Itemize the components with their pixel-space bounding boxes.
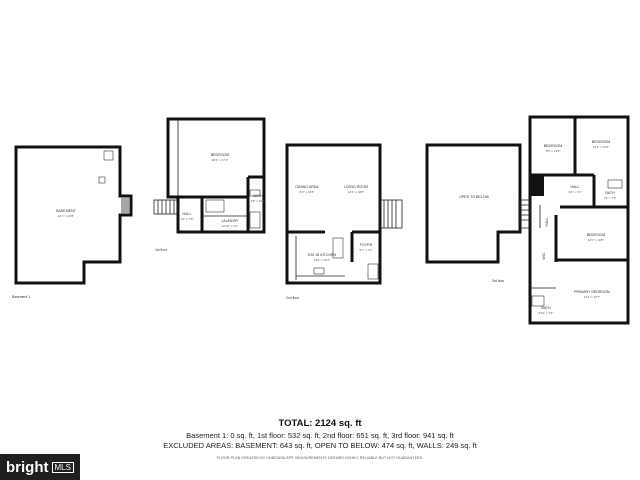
shower-icon xyxy=(249,211,261,229)
first-floor-label: 1st floor xyxy=(155,248,168,252)
living-room-dim: 14'3" x 18'8" xyxy=(348,190,364,194)
second-floor-stairs xyxy=(379,199,403,229)
brand-badge: MLS xyxy=(51,461,74,473)
basement-stairs xyxy=(121,198,129,213)
basement-column xyxy=(103,150,114,161)
first-hall-name: HALL xyxy=(183,212,192,216)
toilet-icon xyxy=(249,189,261,197)
first-bath-name: BATH xyxy=(253,194,263,198)
first-floor-walls xyxy=(166,117,266,234)
third-bedroom-3-name: BEDROOM xyxy=(587,233,606,237)
third-bedroom-3-dim: 12'0" x 10'5" xyxy=(588,238,604,242)
second-floor-plan: DINING AREA 8'2" x 18'8" LIVING ROOM 14'… xyxy=(285,143,403,300)
wic-name: WIC xyxy=(542,252,546,259)
first-bedroom-name: BEDROOM xyxy=(211,153,230,157)
third-bath-1-dim: 7'4" x 7'3" xyxy=(603,196,616,200)
basement-plan: BASEMENT 22'1" x 23'8" Basement 1 xyxy=(12,145,133,299)
brand-name: bright xyxy=(6,458,49,476)
first-hall-dim: 3'2" x 7'5" xyxy=(180,217,193,221)
excluded-areas: EXCLUDED AREAS: BASEMENT: 643 sq. ft, OP… xyxy=(163,441,477,450)
first-floor-stairs xyxy=(153,199,179,215)
floor-areas: Basement 1: 0 sq. ft, 1st floor: 532 sq.… xyxy=(186,431,454,440)
tub-icon xyxy=(607,179,623,189)
kitchen-dim: 14'6" x 10'7" xyxy=(314,258,330,262)
third-hall-name: HALL xyxy=(571,185,580,189)
kitchen-name: EAT-IN KITCHEN xyxy=(308,253,336,257)
third-floor-plan: OPEN TO BELOW BEDROOM 9'6" x 13'8" BEDRO… xyxy=(425,115,630,325)
dining-area-dim: 8'2" x 18'8" xyxy=(300,190,315,194)
total-area: TOTAL: 2124 sq. ft xyxy=(278,418,362,429)
first-bedroom-dim: 20'6" x 17'1" xyxy=(212,158,228,162)
living-room-name: LIVING ROOM xyxy=(344,185,368,189)
third-bedroom-1-name: BEDROOM xyxy=(544,144,563,148)
kitchen-island xyxy=(332,237,344,259)
primary-bedroom-name: PRIMARY BEDROOM xyxy=(574,290,610,294)
closet-icon xyxy=(367,263,379,280)
first-bath-dim: 4'8" x 9'10" xyxy=(251,199,266,203)
first-floor-plan: BEDROOM 20'6" x 17'1" BATH 4'8" x 9'10" … xyxy=(153,117,266,252)
basement-fixture xyxy=(98,176,106,184)
foyer-name: FOYER xyxy=(360,243,373,247)
credit-text: FLOOR PLAN CREATED BY CUBICASA APP. MEAS… xyxy=(216,456,424,460)
open-to-below-walls xyxy=(425,143,522,264)
third-floor-walls xyxy=(528,115,630,325)
second-floor-label: 2nd floor xyxy=(286,296,300,300)
third-bath-1-name: BATH xyxy=(605,191,615,195)
washer-icon xyxy=(205,199,225,213)
basement-walls xyxy=(14,145,133,285)
basement-room-name: BASEMENT xyxy=(56,209,77,213)
toilet-icon xyxy=(531,295,545,307)
brand-logo: bright MLS xyxy=(0,454,80,480)
third-floor-stairs xyxy=(519,199,531,229)
open-to-below-name: OPEN TO BELOW xyxy=(459,195,490,199)
dining-area-name: DINING AREA xyxy=(295,185,319,189)
second-floor-walls xyxy=(285,143,382,285)
third-hall-2-name: HALL xyxy=(545,218,549,227)
sink-icon xyxy=(313,267,325,275)
third-bedroom-2-name: BEDROOM xyxy=(592,140,611,144)
first-laundry-name: LAUNDRY xyxy=(221,219,239,223)
third-floor-label: 3rd floor xyxy=(492,279,505,283)
foyer-dim: 5'7" x 7'1" xyxy=(359,248,372,252)
third-bedroom-1-dim: 9'6" x 13'8" xyxy=(546,149,561,153)
primary-bedroom-dim: 14'4" x 15'7" xyxy=(584,295,600,299)
third-bath-2-dim: 5'10" x 7'2" xyxy=(539,311,554,315)
basement-floor-label: Basement 1 xyxy=(12,295,30,299)
first-laundry-dim: 12'10" x 3'1" xyxy=(222,224,238,228)
third-bath-2-name: BATH xyxy=(541,306,551,310)
third-bedroom-2-dim: 10'4" x 13'0" xyxy=(593,145,609,149)
basement-room-dim: 22'1" x 23'8" xyxy=(58,214,74,218)
chimney-block xyxy=(530,176,544,196)
third-hall-dim: 6'4" x 7'2" xyxy=(568,190,581,194)
